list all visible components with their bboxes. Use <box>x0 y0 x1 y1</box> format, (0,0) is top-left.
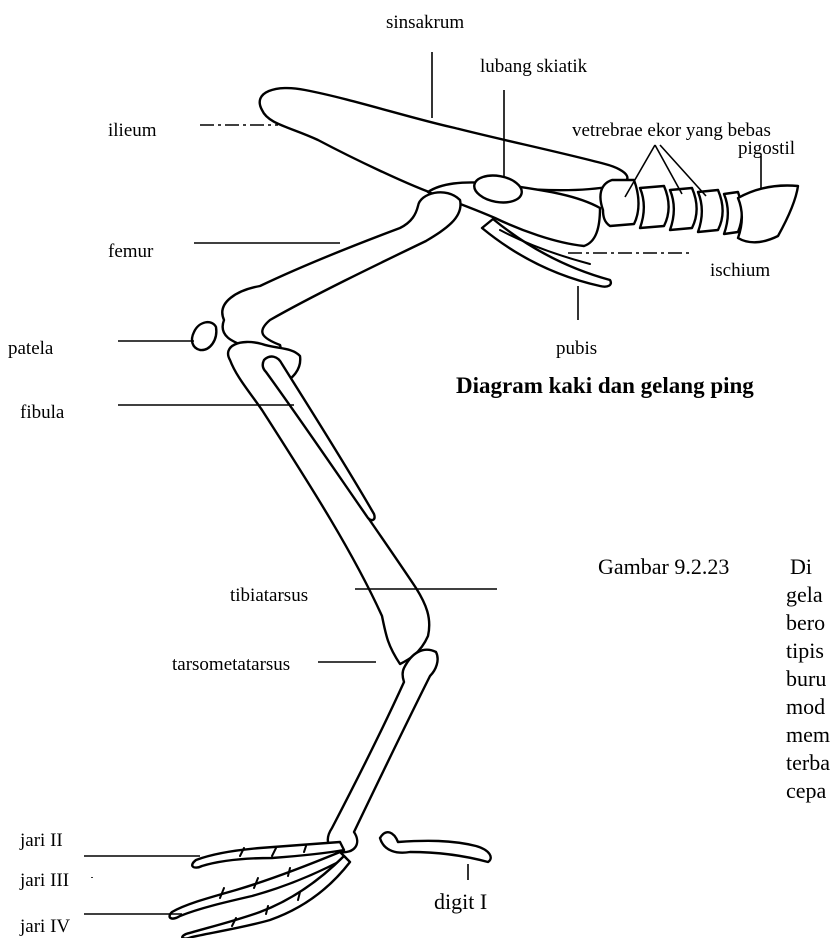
label-ischium: ischium <box>710 260 770 281</box>
skeleton <box>170 88 798 938</box>
diagram-title: Diagram kaki dan gelang ping <box>456 373 754 398</box>
patella-bone <box>192 322 216 350</box>
label-pubis: pubis <box>556 338 597 359</box>
label-tibiatarsus: tibiatarsus <box>230 585 308 606</box>
label-patela: patela <box>8 338 54 359</box>
caption-line: bero <box>786 610 825 635</box>
label-jari-iv: jari IV <box>19 916 70 937</box>
tarsometatarsus-bone <box>328 650 438 853</box>
caption-line: mod <box>786 694 825 719</box>
femur-bone <box>222 192 460 355</box>
caption-line: mem <box>786 722 830 747</box>
caption-number: Gambar 9.2.23 <box>598 554 729 579</box>
label-jari-ii: jari II <box>19 830 63 851</box>
caption-line: gela <box>786 582 823 607</box>
label-sinsakrum: sinsakrum <box>386 12 464 33</box>
figure-caption: Gambar 9.2.23 Di gela bero tipis buru mo… <box>598 554 830 803</box>
caption-line: terba <box>786 750 830 775</box>
label-lubang-skiatik: lubang skiatik <box>480 56 588 77</box>
pygostyle-bone <box>738 186 798 243</box>
caption-line: Di <box>790 554 812 579</box>
label-femur: femur <box>108 241 154 262</box>
caption-line: buru <box>786 666 826 691</box>
caption-line: cepa <box>786 778 827 803</box>
label-tarsometatarsus: tarsometatarsus <box>172 654 290 675</box>
label-jari-iii: jari III <box>19 870 69 891</box>
label-ilieum: ilieum <box>108 120 157 141</box>
label-fibula: fibula <box>20 402 65 423</box>
label-digit-i: digit I <box>434 889 487 914</box>
tibiotarsus-bone <box>228 342 429 664</box>
ilium-bone <box>260 88 628 196</box>
caption-line: tipis <box>786 638 824 663</box>
caudal-vertebrae <box>600 180 741 234</box>
label-pigostil: pigostil <box>738 138 795 159</box>
digit-i-bone <box>380 832 491 862</box>
